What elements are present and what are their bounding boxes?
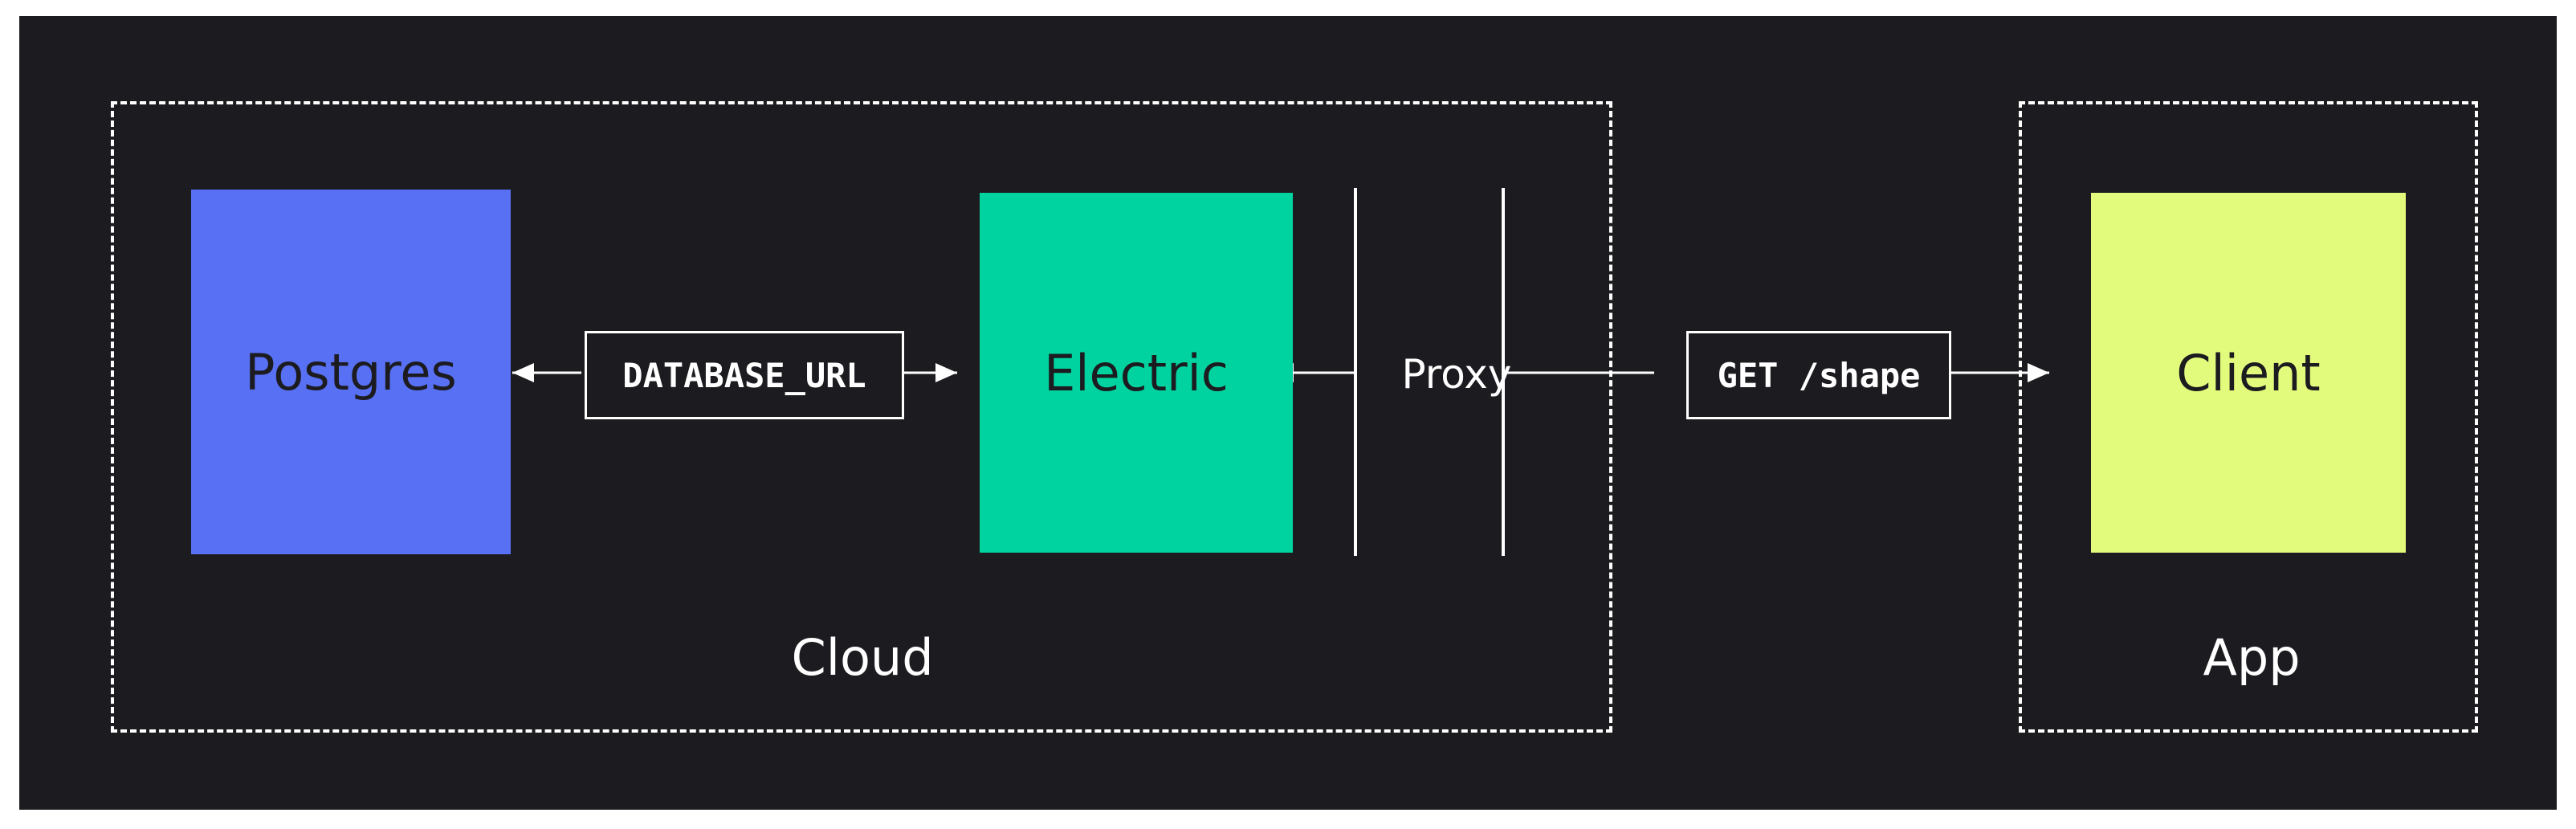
electric-label: Electric bbox=[1044, 343, 1229, 402]
database-url-label: DATABASE_URL bbox=[585, 331, 904, 419]
app-group-box bbox=[2019, 101, 2478, 733]
client-label: Client bbox=[2176, 343, 2321, 402]
app-group-label: App bbox=[2203, 628, 2301, 687]
cloud-group-box bbox=[111, 101, 1612, 733]
cloud-group-label: Cloud bbox=[791, 628, 934, 687]
get-shape-text: GET /shape bbox=[1717, 355, 1921, 395]
get-shape-label: GET /shape bbox=[1686, 331, 1951, 419]
database-url-text: DATABASE_URL bbox=[622, 355, 866, 395]
client-node[interactable]: Client bbox=[2091, 193, 2406, 553]
postgres-node[interactable]: Postgres bbox=[191, 190, 511, 554]
postgres-label: Postgres bbox=[245, 342, 457, 402]
proxy-label: Proxy bbox=[1401, 351, 1512, 398]
diagram-canvas: Postgres Electric Client DATABASE_URL GE… bbox=[19, 16, 2557, 810]
electric-node[interactable]: Electric bbox=[980, 193, 1293, 553]
